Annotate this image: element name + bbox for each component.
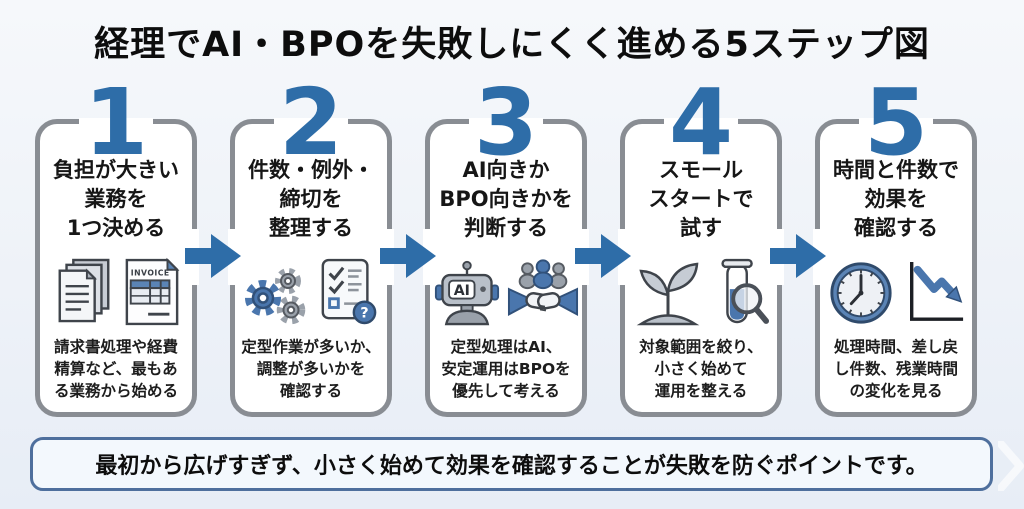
svg-text:?: ? <box>360 306 368 322</box>
heading-line: AI向きか <box>462 158 550 182</box>
description-line: 対象範囲を絞り、 <box>639 338 763 356</box>
heading-line: 締切を <box>279 187 343 211</box>
step-icons: ? <box>235 251 387 327</box>
step-description: 請求書処理や経費 精算など、最もあ る業務から始める <box>40 336 192 402</box>
description-line: し件数、残業時間 <box>833 360 958 378</box>
description-line: 請求書処理や経費 <box>53 338 178 356</box>
heading-line: BPO向きかを <box>439 187 573 211</box>
description-line: 定型処理はAI、 <box>450 338 562 356</box>
step-number: 5 <box>863 69 928 176</box>
step-arrow-icon <box>575 234 631 278</box>
heading-line: 負担が大きい <box>53 158 179 182</box>
step-3: 3 AI向きか BPO向きかを 判断する AI <box>425 75 587 417</box>
description-line: 小さく始めて <box>654 360 748 378</box>
step-description: 処理時間、差し戻 し件数、残業時間 の変化を見る <box>820 336 972 402</box>
step-description: 定型作業が多いか、 調整が多いかを 確認する <box>235 336 387 402</box>
description-line: 運用を整える <box>654 382 748 400</box>
heading-line: 確認する <box>854 216 938 240</box>
description-line: 定型作業が多いか、 <box>241 338 381 356</box>
heading-line: スタートで <box>648 187 754 211</box>
description-line: 精算など、最もあ <box>54 360 178 378</box>
heading-line: 効果を <box>864 187 928 211</box>
test-tube-magnifier-icon <box>720 258 769 324</box>
next-slide-chevron-icon[interactable] <box>996 439 1024 495</box>
invoice-document-icon: INVOICE <box>125 257 179 326</box>
step-icons: INVOICE <box>40 251 192 327</box>
documents-stack-icon <box>58 258 109 323</box>
gears-icon <box>244 268 305 325</box>
step-heading: スモール スタートで 試す <box>625 156 777 243</box>
step-number-patch <box>469 118 543 126</box>
svg-text:AI: AI <box>453 283 469 299</box>
step-card: 時間と件数で 効果を 確認する <box>815 119 977 417</box>
description-line: 処理時間、差し戻 <box>833 338 958 356</box>
step-card: 件数・例外・ 締切を 整理する <box>230 119 392 417</box>
heading-line: 試す <box>680 216 722 240</box>
step-description: 定型処理はAI、 安定運用はBPOを 優先して考える <box>430 336 582 402</box>
clock-icon <box>829 262 892 324</box>
page-title: 経理でAI・BPOを失敗しにくく進める5ステップ図 <box>94 25 930 65</box>
heading-line: 判断する <box>464 216 548 240</box>
description-line: 調整が多いかを <box>256 360 366 378</box>
step-icons <box>820 251 972 327</box>
heading-line: 1つ決める <box>66 216 166 240</box>
description-line: 確認する <box>279 382 342 400</box>
step-number-patch <box>79 118 153 126</box>
step-5: 5 時間と件数で 効果を 確認する <box>815 75 977 417</box>
step-description: 対象範囲を絞り、 小さく始めて 運用を整える <box>625 336 777 402</box>
step-heading: 負担が大きい 業務を 1つ決める <box>40 156 192 243</box>
description-line: る業務から始める <box>53 382 178 400</box>
declining-chart-icon <box>909 261 963 321</box>
step-4: 4 スモール スタートで 試す <box>620 75 782 417</box>
step-number: 1 <box>83 69 148 176</box>
step-card: 負担が大きい 業務を 1つ決める <box>35 119 197 417</box>
heading-line: 業務を <box>84 187 148 211</box>
checklist-question-icon: ? <box>321 258 376 325</box>
step-arrow-icon <box>380 234 436 278</box>
description-line: 安定運用はBPOを <box>441 360 571 378</box>
step-number: 3 <box>473 69 538 176</box>
heading-line: 時間と件数で <box>833 158 959 182</box>
step-icons: AI <box>430 251 582 327</box>
step-2: 2 件数・例外・ 締切を 整理する <box>230 75 392 417</box>
step-arrow-icon <box>770 234 826 278</box>
ai-robot-icon: AI <box>434 260 499 326</box>
description-line: 優先して考える <box>452 382 560 400</box>
step-number: 2 <box>278 69 343 176</box>
step-icons <box>625 251 777 327</box>
step-number-patch <box>664 118 738 126</box>
footer-point-banner: 最初から広げすぎず、小さく始めて効果を確認することが失敗を防ぐポイントです。 <box>30 437 993 491</box>
heading-line: 件数・例外・ <box>248 158 374 182</box>
heading-line: スモール <box>659 158 743 182</box>
description-line: の変化を見る <box>849 382 943 400</box>
step-arrow-icon <box>185 234 241 278</box>
sprout-icon <box>636 262 699 326</box>
svg-text:INVOICE: INVOICE <box>130 269 169 278</box>
handshake-icon <box>507 259 578 317</box>
step-number: 4 <box>668 69 733 176</box>
step-heading: 時間と件数で 効果を 確認する <box>820 156 972 243</box>
step-number-patch <box>859 118 933 126</box>
step-heading: 件数・例外・ 締切を 整理する <box>235 156 387 243</box>
heading-line: 整理する <box>269 216 353 240</box>
steps-row: 1 負担が大きい 業務を 1つ決める <box>35 75 977 417</box>
step-heading: AI向きか BPO向きかを 判断する <box>430 156 582 243</box>
footer-point-text: 最初から広げすぎず、小さく始めて効果を確認することが失敗を防ぐポイントです。 <box>95 454 928 479</box>
step-number-patch <box>274 118 348 126</box>
step-1: 1 負担が大きい 業務を 1つ決める <box>35 75 197 417</box>
